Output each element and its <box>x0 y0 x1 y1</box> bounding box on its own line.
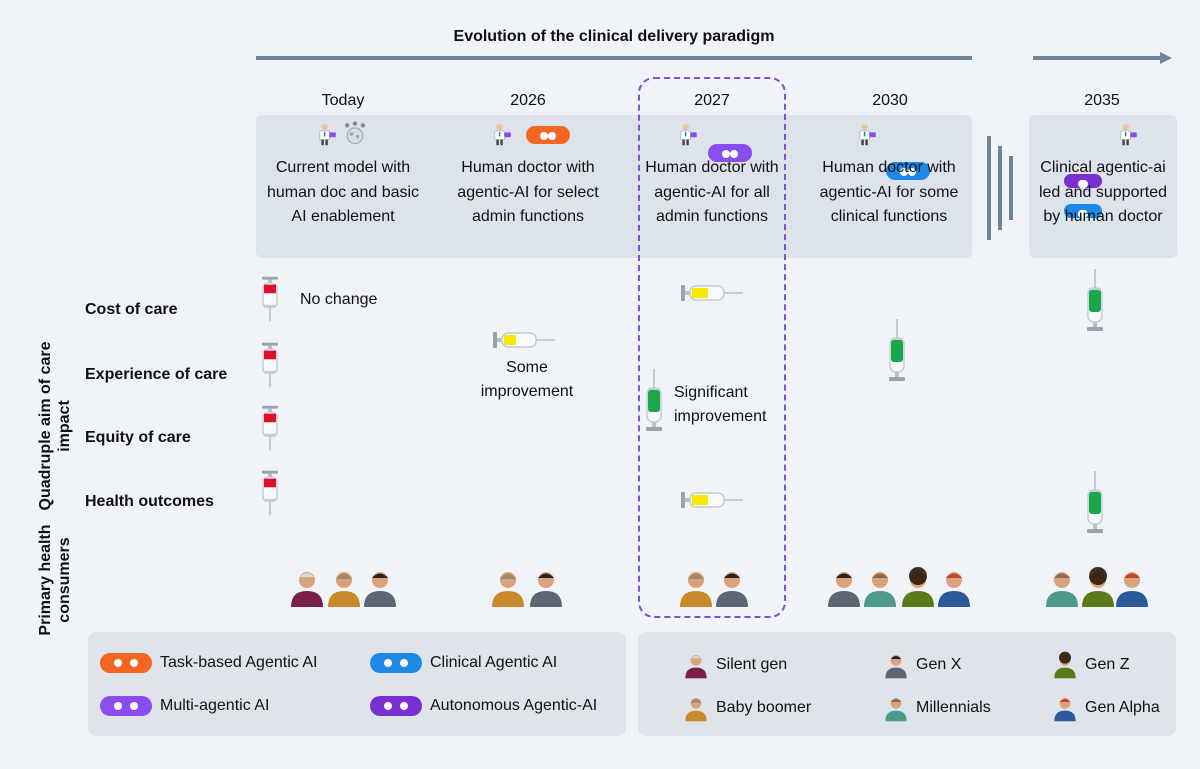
timeline-break-icon <box>987 136 1013 240</box>
syringe-no-change-icon <box>258 405 282 451</box>
stage-2027-text: Human doctor with agentic-AI for all adm… <box>645 159 779 225</box>
autonomous-agentic-ai-icon <box>1064 174 1102 188</box>
doctor-icon <box>490 120 514 148</box>
row-health-outcomes: Health outcomes <box>85 493 214 510</box>
syringe-significant-icon <box>642 368 666 432</box>
legend-gen-x: Gen X <box>884 651 961 679</box>
clinical-agentic-ai-icon <box>886 162 930 180</box>
baby-boomer-avatar <box>684 694 708 722</box>
doctor-icon <box>855 120 879 148</box>
stage-2035-text: Clinical agentic-ai led and supported by… <box>1038 159 1168 225</box>
gen-x-avatar <box>884 651 908 679</box>
clinical-agentic-ai-icon <box>370 653 422 673</box>
silent-gen-avatar <box>684 651 708 679</box>
syringe-significant-icon <box>1083 268 1107 332</box>
year-2035: 2035 <box>1084 92 1120 109</box>
legend-clinical-ai: Clinical Agentic AI <box>370 653 557 673</box>
brain-ai-icon <box>342 120 368 148</box>
year-today: Today <box>321 92 365 109</box>
doctor-icon <box>676 120 700 148</box>
stage-2026-text: Human doctor with agentic-AI for select … <box>457 159 599 225</box>
stage-2035-band <box>1029 115 1177 258</box>
syringe-some-improvement-icon <box>680 281 744 305</box>
multi-agentic-ai-icon <box>100 696 152 716</box>
baby-boomer-avatar <box>678 567 714 607</box>
doctor-icon <box>1116 120 1140 148</box>
task-agentic-ai-icon <box>100 653 152 673</box>
legend-multi-agentic-ai: Multi-agentic AI <box>100 696 269 716</box>
millennials-avatar <box>862 567 898 607</box>
legend-label: Gen Z <box>1085 656 1130 673</box>
year-2026: 2026 <box>510 92 546 109</box>
syringe-significant-icon <box>885 318 909 382</box>
legend-label: Gen X <box>916 656 962 673</box>
baby-boomer-avatar <box>326 567 362 607</box>
gen-x-avatar <box>826 567 862 607</box>
syringe-significant-icon <box>1083 470 1107 534</box>
millennials-avatar <box>1044 567 1080 607</box>
silent-gen-avatar <box>289 567 325 607</box>
multi-agentic-ai-icon <box>708 144 752 162</box>
legend-label: Clinical Agentic AI <box>430 654 558 671</box>
stages-band <box>256 115 972 258</box>
stage-2030-text: Human doctor with agentic-AI for some cl… <box>819 159 959 225</box>
consumers-axis-label: Primary health consumers <box>37 524 73 636</box>
task-agentic-ai-icon <box>526 126 570 144</box>
gen-z-avatar <box>900 567 936 607</box>
gen-alpha-avatar <box>936 567 972 607</box>
legend-label: Silent gen <box>716 656 788 673</box>
millennials-avatar <box>884 694 908 722</box>
arrow-head-icon <box>1160 52 1172 64</box>
timeline-arrow-line <box>256 56 972 60</box>
gen-x-avatar <box>362 567 398 607</box>
legend-gen-alpha: Gen Alpha <box>1053 694 1160 722</box>
stage-today-text: Current model with human doc and basic A… <box>266 159 420 225</box>
legend-millennials: Millennials <box>884 694 991 722</box>
timeline-arrow-line-end <box>1033 56 1163 60</box>
significant-improvement-note: Significant improvement <box>674 384 767 425</box>
syringe-no-change-icon <box>258 276 282 322</box>
doctor-icon <box>315 120 339 148</box>
ai-legend <box>88 632 626 736</box>
legend-task-based-ai: Task-based Agentic AI <box>100 653 317 673</box>
gen-alpha-avatar <box>1053 694 1077 722</box>
paradigm-title: Evolution of the clinical delivery parad… <box>453 28 775 45</box>
legend-label: Task-based Agentic AI <box>160 654 318 671</box>
legend-autonomous-ai: Autonomous Agentic-AI <box>370 696 597 716</box>
legend-gen-z: Gen Z <box>1053 651 1129 679</box>
highlight-2027-dashed <box>638 77 786 618</box>
clinical-agentic-ai-icon <box>1064 204 1102 218</box>
gen-x-avatar <box>528 567 564 607</box>
autonomous-agentic-ai-icon <box>370 696 422 716</box>
row-cost-of-care: Cost of care <box>85 301 178 318</box>
legend-silent-gen: Silent gen <box>684 651 787 679</box>
generation-legend <box>638 632 1176 736</box>
row-equity-of-care: Equity of care <box>85 429 191 446</box>
syringe-no-change-icon <box>258 470 282 516</box>
syringe-some-improvement-icon <box>492 328 556 352</box>
syringe-no-change-icon <box>258 342 282 388</box>
legend-label: Autonomous Agentic-AI <box>430 697 598 714</box>
some-improvement-note: Some improvement <box>480 359 574 400</box>
year-2027: 2027 <box>694 92 730 109</box>
legend-label: Multi-agentic AI <box>160 697 270 714</box>
gen-z-avatar <box>1053 651 1077 679</box>
syringe-some-improvement-icon <box>680 488 744 512</box>
no-change-note: No change <box>300 291 378 308</box>
row-experience-of-care: Experience of care <box>85 366 228 383</box>
legend-label: Baby boomer <box>716 699 812 716</box>
gen-x-avatar <box>714 567 750 607</box>
legend-label: Gen Alpha <box>1085 699 1160 716</box>
baby-boomer-avatar <box>490 567 526 607</box>
year-2030: 2030 <box>872 92 908 109</box>
legend-label: Millennials <box>916 699 991 716</box>
legend-baby-boomer: Baby boomer <box>684 694 811 722</box>
gen-alpha-avatar <box>1114 567 1150 607</box>
gen-z-avatar <box>1080 567 1116 607</box>
